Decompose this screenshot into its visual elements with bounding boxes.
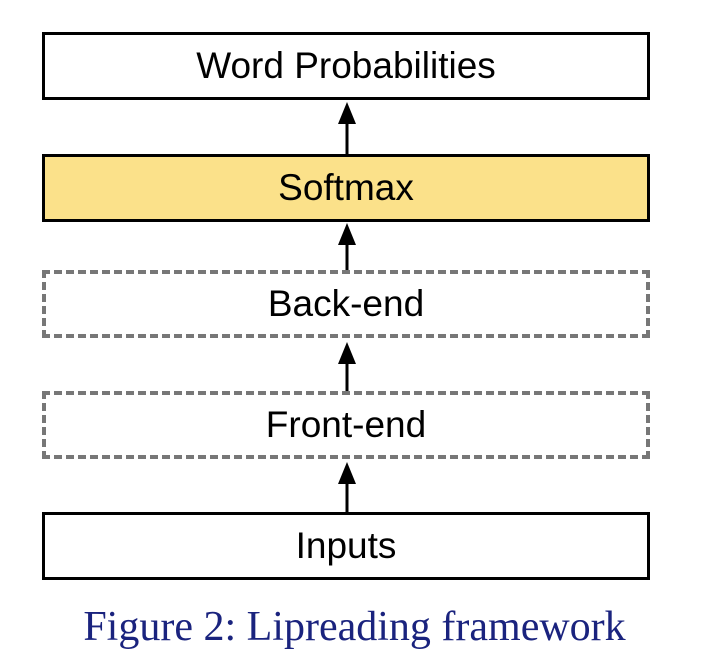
lipreading-diagram: Word Probabilities Softmax Back-end Fron… <box>42 32 650 580</box>
arrow-inputs-to-front-end <box>338 462 356 512</box>
inputs-box: Inputs <box>42 512 650 580</box>
arrow-softmax-to-word-probabilities <box>338 102 356 154</box>
front-end-box: Front-end <box>42 391 650 459</box>
word-probabilities-box: Word Probabilities <box>42 32 650 100</box>
arrow-front-end-to-back-end <box>338 342 356 391</box>
softmax-box: Softmax <box>42 154 650 222</box>
arrow-back-end-to-softmax <box>338 223 356 270</box>
back-end-box: Back-end <box>42 270 650 338</box>
figure-caption: Figure 2: Lipreading framework <box>83 604 626 650</box>
arrows-layer <box>338 102 356 512</box>
